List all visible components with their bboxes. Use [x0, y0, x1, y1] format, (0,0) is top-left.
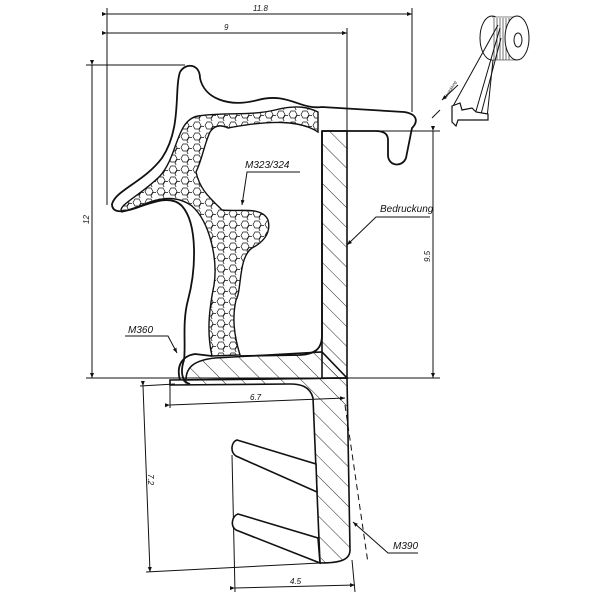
rigid-core-upper — [321, 130, 348, 379]
dim-base-width: 6.7 — [250, 393, 262, 402]
rigid-lower-wall — [169, 377, 351, 564]
m360-leader — [125, 335, 178, 354]
dim-overall-width: 11.8 — [253, 4, 269, 13]
foam-leader — [240, 171, 300, 206]
seal-upper-outline — [179, 64, 417, 166]
spool-icon: Abwicklung — [441, 15, 530, 128]
m390-leader — [352, 521, 418, 554]
dashed-deflection-line — [344, 404, 369, 564]
lip-material-label: M360 — [128, 325, 153, 336]
lower-finger-1 — [231, 439, 318, 494]
m360-lip — [177, 353, 213, 381]
foam-region — [120, 106, 319, 357]
printing-leader — [346, 216, 430, 246]
rigid-material-label: M390 — [393, 541, 418, 552]
dim-lower-width: 4.5 — [290, 577, 302, 586]
printing-label: Bedruckung — [380, 204, 434, 215]
rigid-base — [185, 351, 349, 381]
foam-material-label: M323/324 — [245, 160, 290, 171]
dim-inner-width: 9 — [224, 23, 229, 32]
extension-lines — [86, 8, 440, 593]
dim-lower-height: 7.2 — [146, 474, 155, 486]
lower-finger-2 — [231, 513, 321, 565]
dim-right-height: 9.5 — [423, 250, 432, 262]
seal-left-arm-outline — [111, 71, 195, 385]
unwinding-label: Abwicklung — [442, 79, 458, 100]
dim-overall-height: 12 — [82, 215, 91, 224]
dimension-lines — [90, 12, 441, 591]
